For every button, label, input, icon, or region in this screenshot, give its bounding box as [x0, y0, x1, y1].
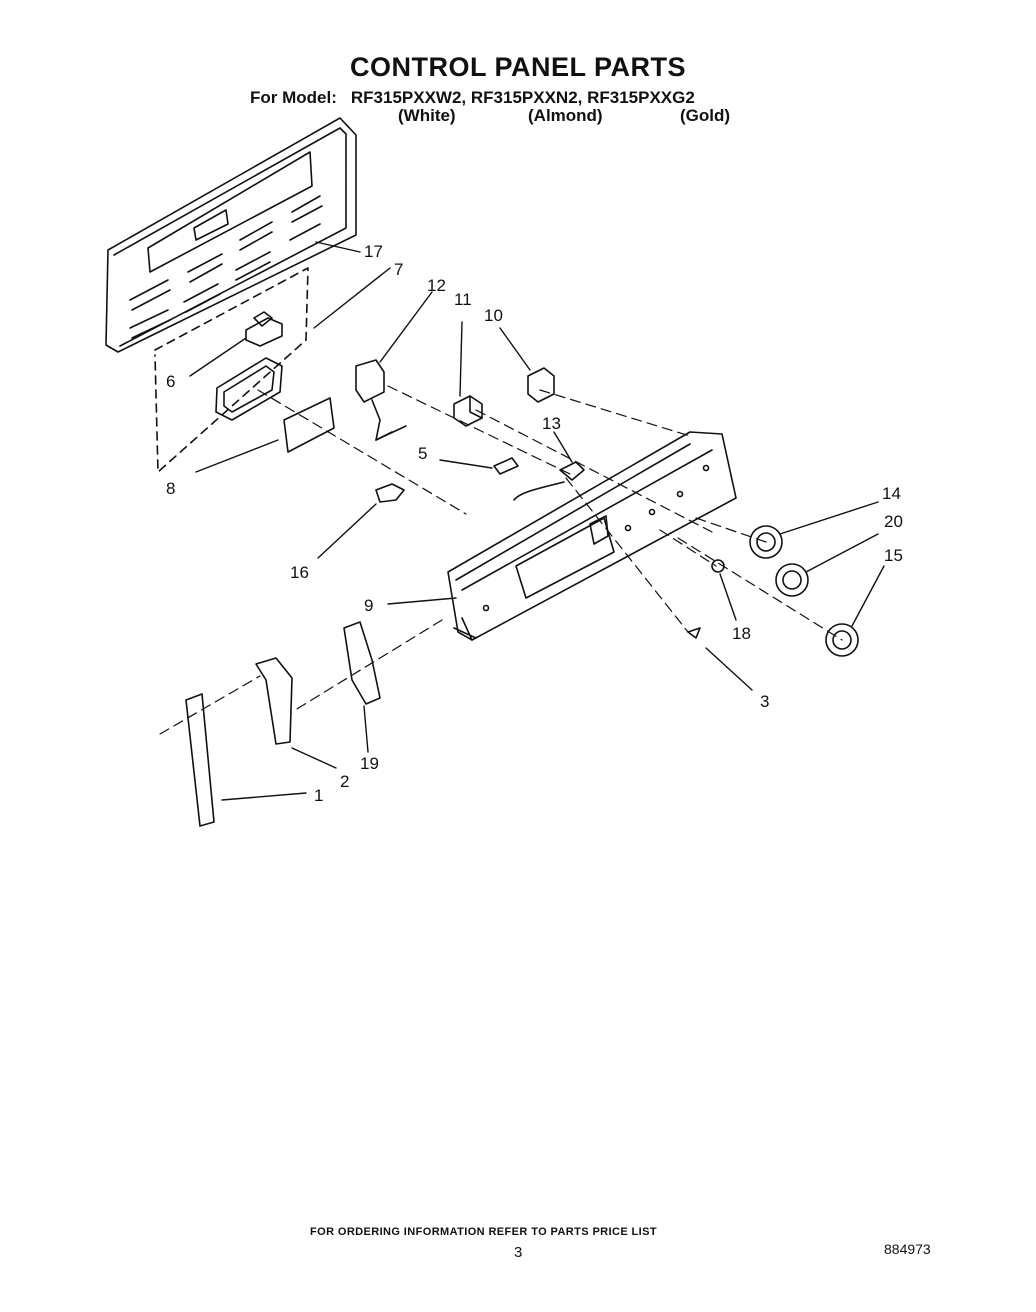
- page-number: 3: [514, 1244, 523, 1261]
- bracket-part-19: [343, 621, 381, 705]
- knob-part-15: [825, 623, 859, 657]
- callout-13: 13: [542, 414, 561, 433]
- clip-part-16: [375, 483, 405, 503]
- part-3: [687, 627, 701, 639]
- model-numbers: RF315PXXW2, RF315PXXN2, RF315PXXG2: [350, 88, 695, 107]
- callout-17: 17: [364, 242, 383, 261]
- document-number: 884973: [884, 1241, 931, 1257]
- callout-2: 2: [340, 772, 350, 791]
- color-label-white: (White): [398, 106, 456, 125]
- callout-9: 9: [364, 596, 374, 615]
- callout-5: 5: [418, 444, 428, 463]
- callout-1: 1: [314, 786, 324, 805]
- ordering-info-footer: FOR ORDERING INFORMATION REFER TO PARTS …: [310, 1226, 657, 1238]
- callout-19: 19: [360, 754, 379, 773]
- callout-18: 18: [732, 624, 751, 643]
- model-line: For Model: RF315PXXW2, RF315PXXN2, RF315P…: [250, 88, 695, 108]
- callout-16: 16: [290, 563, 309, 582]
- color-label-almond: (Almond): [528, 106, 603, 125]
- knob-part-14: [749, 525, 783, 559]
- end-cap-part-2: [255, 657, 293, 745]
- callout-7: 7: [394, 260, 404, 279]
- display-assembly-outline-part-7: [154, 267, 309, 473]
- callout-3: 3: [760, 692, 770, 711]
- switch-part-10: [527, 367, 555, 403]
- end-cap-part-1: [185, 693, 215, 827]
- page-title: CONTROL PANEL PARTS: [349, 52, 687, 82]
- explode-lines: [159, 385, 843, 735]
- callout-15: 15: [884, 546, 903, 565]
- clip-part-6: [245, 311, 283, 347]
- callout-20: 20: [884, 512, 903, 531]
- callout-14: 14: [882, 484, 901, 503]
- callout-10: 10: [484, 306, 503, 325]
- model-label: For Model:: [250, 88, 337, 107]
- leader-lines: [189, 241, 885, 801]
- control-panel-housing-part-9: [447, 431, 737, 641]
- callout-11: 11: [454, 290, 472, 309]
- control-part-12: [355, 359, 407, 441]
- color-label-gold: (Gold): [680, 106, 731, 125]
- callout-8: 8: [166, 479, 176, 498]
- callout-6: 6: [166, 372, 176, 391]
- rear-panel-part-17: [105, 117, 357, 353]
- knob-part-20: [775, 563, 809, 597]
- wire-harness-part-13: [493, 457, 585, 501]
- display-lens-part-8: [215, 357, 335, 453]
- callout-12: 12: [427, 276, 446, 295]
